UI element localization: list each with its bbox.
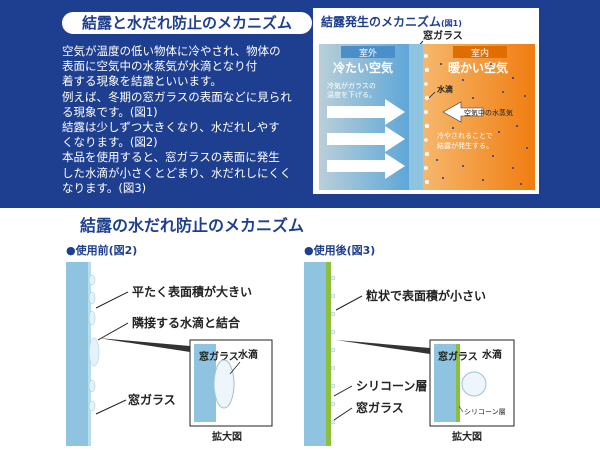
- warm-zone: [423, 44, 535, 190]
- fig2-zoom-drop-label: 水滴: [237, 348, 258, 361]
- cold-arrows: [327, 99, 405, 179]
- cold-arrow: [327, 153, 405, 179]
- fig3-zoom-caption: 拡大図: [452, 430, 482, 443]
- fig3-glass-label: 窓ガラス: [356, 400, 404, 415]
- fig3-zoom-droplet: [461, 371, 487, 397]
- fig2-pointer: [95, 291, 129, 309]
- section-title: 結露と水だれ防止のメカニズム: [62, 12, 312, 34]
- description-line: る現象です。(図1): [62, 104, 158, 119]
- fig3-pointer: [333, 385, 353, 397]
- fig3-zoom-glass-label: 窓ガラス: [438, 350, 478, 363]
- fig2-glass-label: 窓ガラス: [128, 392, 176, 407]
- droplet-label: 水滴: [436, 84, 453, 94]
- fig3-zoom-pointer-line: [458, 405, 464, 413]
- vapor-arrow: [442, 101, 484, 123]
- fig3-silicone-layer: [326, 262, 331, 446]
- fig3-zoom-glass: [434, 344, 456, 422]
- fig3-note1: 粒状で表面積が小さい: [366, 288, 486, 303]
- fig3-zoom-pointer: [336, 340, 430, 354]
- fig1-panel: 結露発生のメカニズム (図1) 窓ガラス 室外 冷たい空気 室内 暖かい空気 冷…: [313, 8, 539, 194]
- fig2-glass: [66, 262, 88, 446]
- fig2-zoom-pointer: [98, 338, 190, 352]
- fig2-zoom-glass-label: 窓ガラス: [199, 350, 239, 363]
- fig3-droplets: [330, 275, 336, 425]
- fig3-glass: [304, 262, 326, 446]
- fig3-label: ●使用後(図3): [304, 243, 375, 257]
- description-line: 着する現象を結露といいます。: [62, 74, 222, 89]
- description-line: 空気が温度の低い物体に冷やされ、物体の: [62, 44, 281, 58]
- indoor-tag: [453, 46, 507, 58]
- fig2-droplets: [88, 274, 100, 412]
- description-line: 結露は少しずつ大きくなり、水だれしやす: [62, 120, 280, 135]
- cold-arrow: [327, 126, 405, 152]
- water-droplets: [424, 54, 430, 184]
- fig2-zoom-pointer-line: [229, 361, 241, 375]
- fig1-diagram: 結露発生のメカニズム (図1) 窓ガラス 室外 冷たい空気 室内 暖かい空気 冷…: [319, 14, 535, 190]
- fig2-pointer: [95, 399, 127, 415]
- description-line: 例えば、冬期の窓ガラスの表面などに見られ: [62, 89, 292, 104]
- fig3-pointer: [333, 407, 353, 421]
- fig3-silicone-label: シリコーン層: [356, 379, 427, 393]
- outdoor-air-label: 冷たい空気: [333, 60, 393, 75]
- cold-note-line: 冷気がガラスの: [327, 81, 376, 90]
- indoor-air-label: 暖かい空気: [448, 60, 508, 75]
- vapor-label: 空気中の水蒸気: [464, 108, 513, 117]
- vapor-dots: [436, 63, 528, 185]
- description-line: 表面に空気中の水蒸気が水滴となり付: [62, 59, 258, 74]
- outdoor-label: 室外: [359, 47, 377, 59]
- glass-label: 窓ガラス: [423, 29, 463, 42]
- fig1-title: 結露発生のメカニズム: [321, 14, 441, 29]
- cold-note-line: 温度を下げる。: [327, 90, 376, 99]
- description-line: なります。(図3): [62, 180, 147, 195]
- window-glass: [409, 44, 423, 190]
- bottom-title: 結露の水だれ防止のメカニズム: [80, 216, 305, 235]
- fig3-zoom-drop-label: 水滴: [481, 348, 502, 361]
- description-line: 本品を使用すると、窓ガラスの表面に発生: [62, 150, 280, 165]
- outdoor-tag: [341, 46, 395, 58]
- fig2-zoom-droplet: [213, 359, 235, 409]
- fig2-note1: 平たく表面積が大きい: [132, 284, 252, 299]
- fig2-zoom-caption: 拡大図: [212, 430, 242, 443]
- droplet-pointer: [428, 91, 436, 99]
- indoor-label: 室内: [471, 47, 489, 59]
- fig1-ref: (図1): [441, 19, 462, 28]
- description-line: くなります。(図2): [62, 135, 158, 150]
- cond-note-line: 結露が発生する。: [437, 141, 493, 150]
- fig3-zoom-silicone-label: シリコーン層: [464, 408, 506, 416]
- fig2-zoom-glass: [194, 344, 216, 422]
- fig3-zoom-silicone: [456, 344, 460, 422]
- description-text: 空気が温度の低い物体に冷やされ、物体の 表面に空気中の水蒸気が水滴となり付 着す…: [62, 44, 314, 196]
- fig2-note2: 隣接する水滴と結合: [132, 315, 241, 330]
- description-line: した水滴が小さくとどまり、水だれしにくく: [62, 165, 292, 180]
- fig2-label: ●使用前(図2): [66, 243, 137, 257]
- cold-arrow: [327, 99, 405, 125]
- fig2-pointer: [97, 322, 129, 341]
- fig3-pointer: [335, 295, 363, 311]
- cond-note-line: 冷やされることで: [437, 131, 493, 140]
